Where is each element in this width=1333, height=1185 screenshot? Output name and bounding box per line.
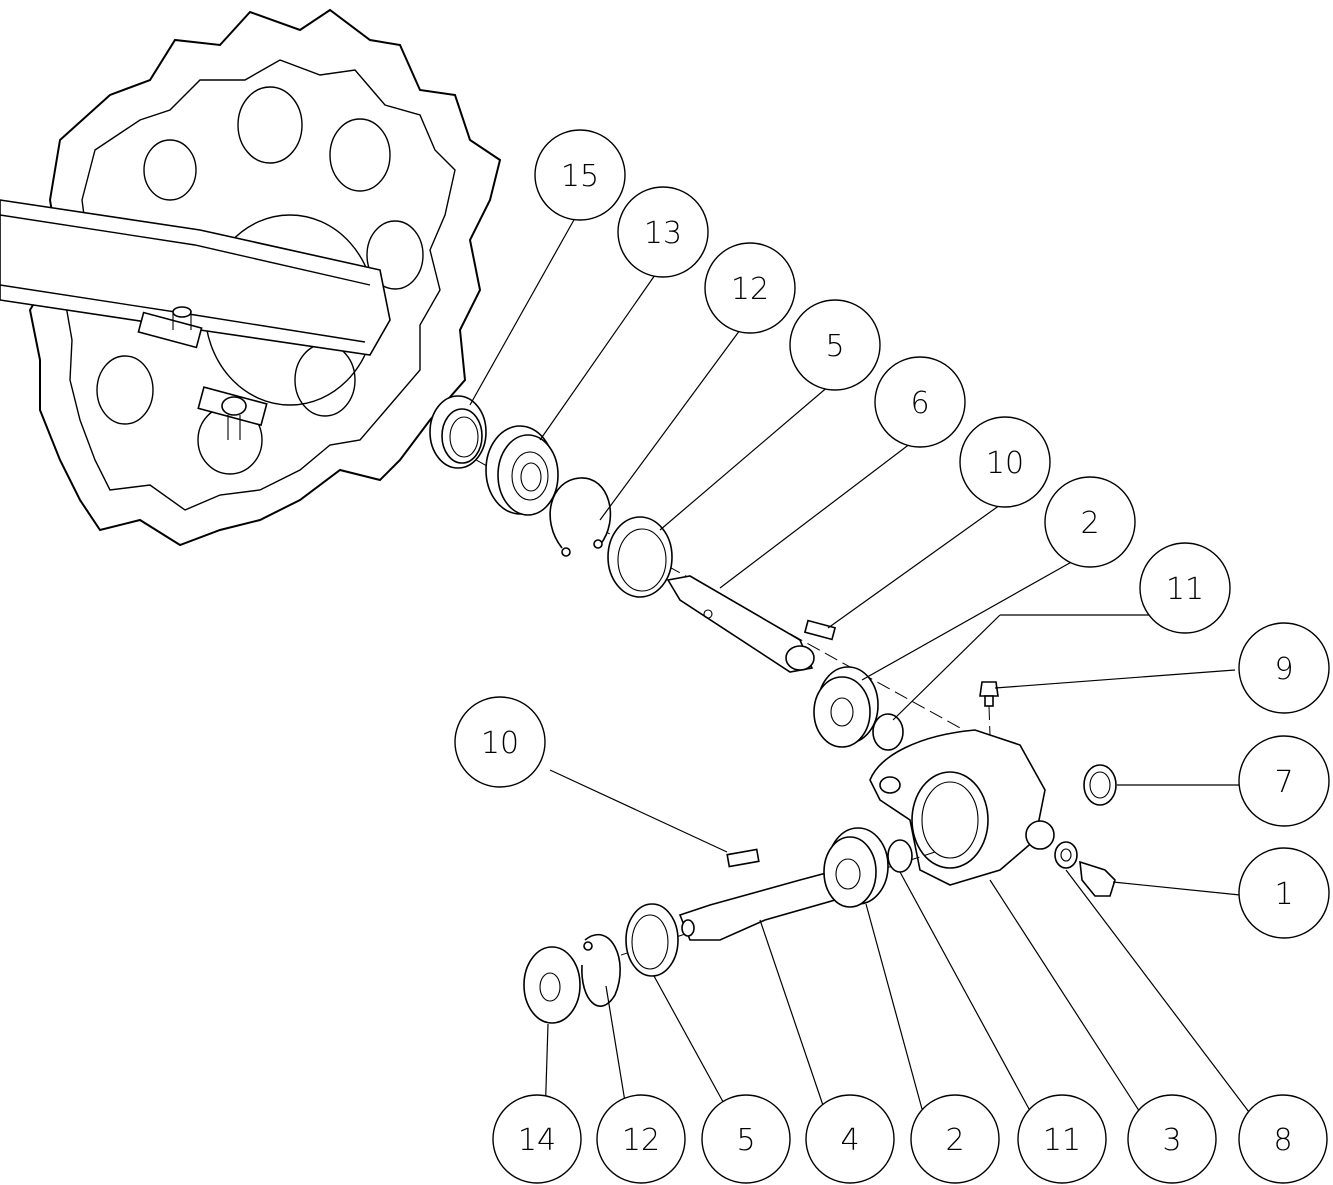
svg-text:10: 10 <box>986 446 1024 481</box>
leader-lines <box>469 217 1256 1121</box>
svg-text:2: 2 <box>945 1123 964 1158</box>
callout-3: 3 <box>1127 1094 1217 1184</box>
callout-10-lower: 10 <box>454 696 546 788</box>
callout-11-lower: 11 <box>1017 1094 1107 1184</box>
svg-text:4: 4 <box>840 1123 859 1158</box>
svg-text:12: 12 <box>731 272 769 307</box>
callout-5-lower: 5 <box>701 1094 791 1184</box>
wheel-assembly <box>0 8 502 547</box>
callout-13: 13 <box>617 186 709 278</box>
callout-2-upper: 2 <box>1044 476 1136 568</box>
svg-text:11: 11 <box>1166 572 1204 607</box>
svg-text:2: 2 <box>1080 506 1099 541</box>
lower-parts <box>523 827 913 1024</box>
svg-text:3: 3 <box>1162 1123 1181 1158</box>
svg-text:1: 1 <box>1274 877 1293 912</box>
callout-1: 1 <box>1238 847 1330 939</box>
svg-text:12: 12 <box>622 1123 660 1158</box>
svg-text:5: 5 <box>736 1123 755 1158</box>
svg-text:6: 6 <box>910 386 929 421</box>
callout-12-upper: 12 <box>704 242 796 334</box>
callout-2-lower: 2 <box>910 1094 1000 1184</box>
callout-8: 8 <box>1238 1094 1328 1184</box>
callout-11-upper: 11 <box>1139 542 1231 634</box>
callout-10-upper: 10 <box>959 416 1051 508</box>
callout-12-lower: 12 <box>596 1094 686 1184</box>
svg-text:5: 5 <box>825 329 844 364</box>
callout-6: 6 <box>874 356 966 448</box>
svg-text:14: 14 <box>518 1123 556 1158</box>
svg-text:15: 15 <box>561 159 599 194</box>
svg-text:11: 11 <box>1043 1123 1081 1158</box>
svg-text:13: 13 <box>644 216 682 251</box>
svg-text:9: 9 <box>1274 652 1293 687</box>
svg-text:8: 8 <box>1273 1123 1292 1158</box>
callout-15: 15 <box>534 129 626 221</box>
svg-text:10: 10 <box>481 726 519 761</box>
callout-7: 7 <box>1238 735 1330 827</box>
callout-5-upper: 5 <box>789 299 881 391</box>
svg-text:7: 7 <box>1274 765 1293 800</box>
callout-4: 4 <box>805 1094 895 1184</box>
callout-9: 9 <box>1238 622 1330 714</box>
upper-parts <box>429 395 1117 897</box>
callout-14: 14 <box>492 1094 582 1184</box>
